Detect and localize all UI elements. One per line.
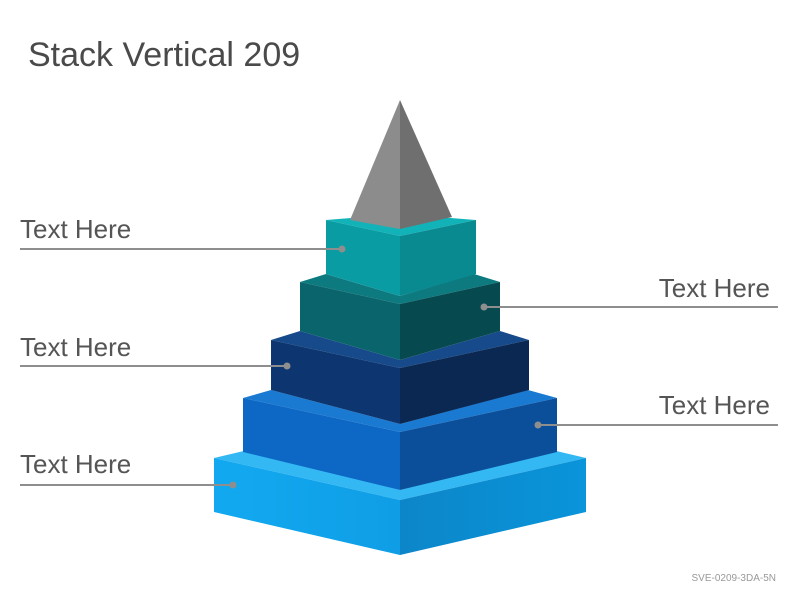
tier-4-left-face bbox=[243, 398, 400, 490]
callout-2-dot bbox=[480, 303, 488, 311]
tier-5-label: Text Here bbox=[20, 449, 132, 479]
slide-code: SVE-0209-3DA-5N bbox=[691, 573, 776, 584]
tier-5-right-face bbox=[400, 458, 586, 555]
callout-3 bbox=[20, 362, 291, 370]
tier-2-right-face bbox=[400, 282, 500, 360]
callout-5-dot bbox=[229, 481, 237, 489]
apex-pyramid bbox=[350, 100, 452, 229]
callout-1 bbox=[20, 245, 346, 253]
page-title: Stack Vertical 209 bbox=[28, 36, 301, 74]
tier-2-label: Text Here bbox=[658, 273, 770, 303]
tier-1-right-face bbox=[400, 220, 476, 296]
callout-5 bbox=[20, 481, 237, 489]
apex-right-face bbox=[400, 100, 452, 229]
tier-4-label: Text Here bbox=[658, 390, 770, 420]
tier-3-left-face bbox=[271, 340, 400, 424]
tier-3-top bbox=[271, 331, 529, 368]
callout-1-dot bbox=[338, 245, 346, 253]
tier-1-label: Text Here bbox=[20, 214, 132, 244]
callout-3-dot bbox=[283, 362, 291, 370]
tier-3-right-face bbox=[400, 340, 529, 424]
tier-1-left-face bbox=[326, 220, 400, 296]
callout-4 bbox=[534, 421, 778, 429]
tier-2-block bbox=[300, 274, 500, 360]
tier-5-left-face bbox=[214, 458, 400, 555]
tier-4-right-face bbox=[400, 398, 557, 490]
tier-2-left-face bbox=[300, 282, 400, 360]
tier-4-block bbox=[243, 390, 557, 490]
tier-3-label: Text Here bbox=[20, 332, 132, 362]
tier-3-block bbox=[271, 331, 529, 424]
callout-2 bbox=[480, 303, 778, 311]
callout-4-dot bbox=[534, 421, 542, 429]
tier-4-top bbox=[243, 390, 557, 432]
apex-left-face bbox=[350, 100, 400, 229]
